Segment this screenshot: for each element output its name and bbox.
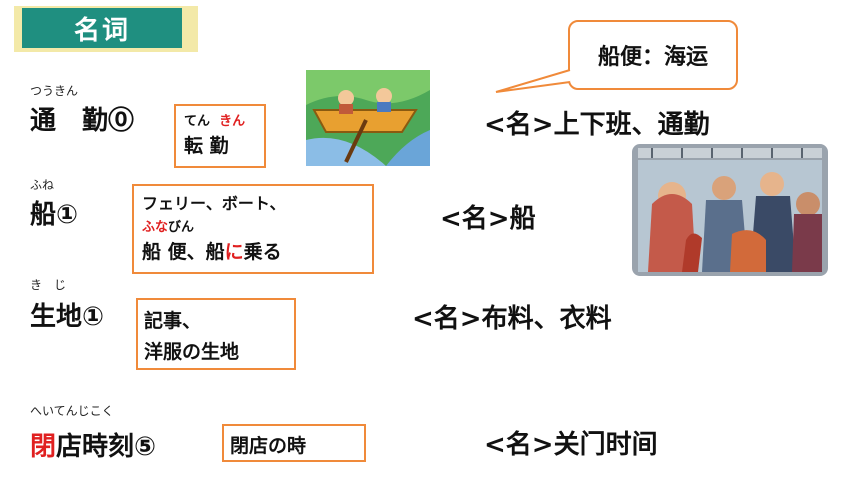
callout-text: 船便：海运: [597, 45, 708, 70]
boat-illustration: [306, 70, 430, 166]
example-box-tsuukin: てん きん 転 勤: [174, 104, 266, 168]
page-title: 名词: [22, 8, 182, 48]
meaning-fune: <名>船: [440, 204, 536, 234]
reading-fune: ふね: [30, 178, 55, 192]
meaning-heitenjikoku: <名>关门时间: [484, 430, 658, 460]
word-fune: 船①: [30, 200, 79, 230]
word-kiji: 生地①: [30, 302, 105, 332]
word-tsuukin: 通 勤⓪: [30, 106, 135, 136]
reading-heitenjikoku: へいてんじこく: [30, 404, 114, 418]
example-box-heitenjikoku: 閉店の時: [222, 424, 366, 462]
callout-tail: [495, 69, 571, 93]
example-box-kiji: 記事、 洋服の生地: [136, 298, 296, 370]
meaning-tsuukin: <名>上下班、通勤: [484, 110, 710, 140]
example-box-fune: フェリー、ボート、 ふなびん 船 便、船に乗る: [132, 184, 374, 274]
meaning-kiji: <名>布料、衣料: [412, 304, 612, 334]
crowded-train-illustration: [632, 144, 828, 276]
reading-kiji: き じ: [30, 278, 67, 292]
reading-tsuukin: つうきん: [30, 84, 79, 98]
word-heitenjikoku: 閉店時刻⑤: [30, 432, 157, 462]
callout-bubble: 船便：海运: [568, 20, 738, 90]
